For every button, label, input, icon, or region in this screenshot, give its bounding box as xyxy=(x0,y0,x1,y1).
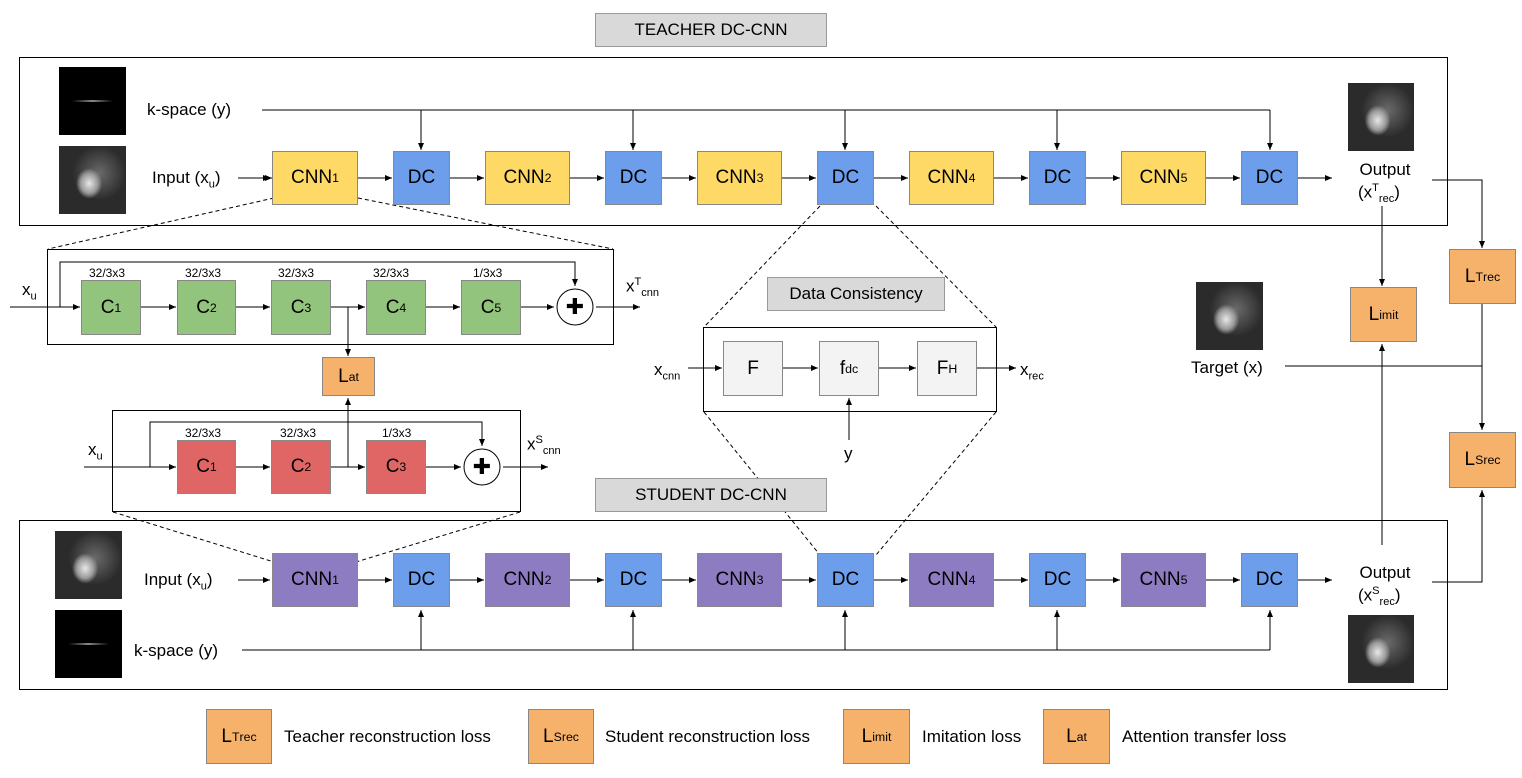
teacher-header-text: TEACHER DC-CNN xyxy=(634,20,788,39)
student-output-symbol: (xSrec) xyxy=(1358,585,1401,609)
teacher-input-label: Input (xu) xyxy=(152,168,221,191)
teacher-dc-2: DC xyxy=(605,151,662,205)
legend-student-rec-text: Student reconstruction loss xyxy=(605,727,811,746)
teacher-conv-spec-5: 1/3x3 xyxy=(473,266,503,280)
teacher-conv-spec-3: 32/3x3 xyxy=(278,266,315,280)
student-output-image xyxy=(1348,615,1414,683)
student-kspace-image xyxy=(55,610,122,678)
student-dc-5: DC xyxy=(1241,553,1298,607)
add-circle-teacher xyxy=(556,288,594,326)
dc-y-label: y xyxy=(844,444,853,463)
student-dc-2: DC xyxy=(605,553,662,607)
teacher-dc-1: DC xyxy=(393,151,450,205)
teacher-kspace-label: k-space (y) xyxy=(147,100,232,119)
student-detail-input-label: xu xyxy=(88,440,103,463)
teacher-conv-spec-1: 32/3x3 xyxy=(89,266,126,280)
target-label: Target (x) xyxy=(1191,358,1263,377)
student-kspace-label: k-space (y) xyxy=(134,641,219,660)
student-detail-output-label: xScnn xyxy=(527,434,561,458)
dc-output-label: xrec xyxy=(1020,360,1044,383)
student-conv-spec-2: 32/3x3 xyxy=(280,426,317,440)
dc-input-label: xcnn xyxy=(654,360,681,383)
add-circle-student xyxy=(463,448,501,486)
student-conv-spec-1: 32/3x3 xyxy=(185,426,222,440)
teacher-dc-5: DC xyxy=(1241,151,1298,205)
teacher-detail-output-label: xTcnn xyxy=(626,276,660,300)
teacher-output-image xyxy=(1348,83,1414,151)
teacher-output-symbol: (xTrec) xyxy=(1358,182,1400,206)
legend-imitation-text: Imitation loss xyxy=(922,727,1022,746)
student-input-image xyxy=(55,531,122,599)
teacher-frame xyxy=(19,57,1448,226)
student-conv-spec-3: 1/3x3 xyxy=(382,426,412,440)
dc-fourier-box: F xyxy=(723,341,783,396)
plus-icon: ✚ xyxy=(472,454,492,479)
teacher-header: TEACHER DC-CNN xyxy=(595,13,827,47)
plus-icon: ✚ xyxy=(565,294,585,319)
student-dc-4: DC xyxy=(1029,553,1086,607)
student-header-text: STUDENT DC-CNN xyxy=(635,485,787,504)
student-dc-3: DC xyxy=(817,553,874,607)
data-consistency-title-text: Data Consistency xyxy=(789,284,923,303)
teacher-kspace-image xyxy=(59,67,126,135)
student-header: STUDENT DC-CNN xyxy=(595,478,827,512)
student-frame xyxy=(19,520,1448,690)
teacher-dc-4: DC xyxy=(1029,151,1086,205)
teacher-input-image xyxy=(59,146,126,214)
target-image xyxy=(1196,282,1263,350)
teacher-cnn-detail-frame xyxy=(47,249,614,345)
student-output-label: Output xyxy=(1359,563,1411,582)
teacher-output-label: Output xyxy=(1359,160,1411,179)
legend-attention-text: Attention transfer loss xyxy=(1122,727,1287,746)
data-consistency-title: Data Consistency xyxy=(767,277,945,311)
teacher-conv-spec-2: 32/3x3 xyxy=(185,266,222,280)
teacher-detail-input-label: xu xyxy=(22,280,37,303)
student-dc-1: DC xyxy=(393,553,450,607)
teacher-conv-spec-4: 32/3x3 xyxy=(373,266,410,280)
dc-detail-frame xyxy=(703,327,997,412)
student-input-label: Input (xu) xyxy=(144,570,213,593)
student-cnn-detail-frame xyxy=(112,410,521,512)
teacher-dc-3: DC xyxy=(817,151,874,205)
legend-teacher-rec-text: Teacher reconstruction loss xyxy=(284,727,491,746)
